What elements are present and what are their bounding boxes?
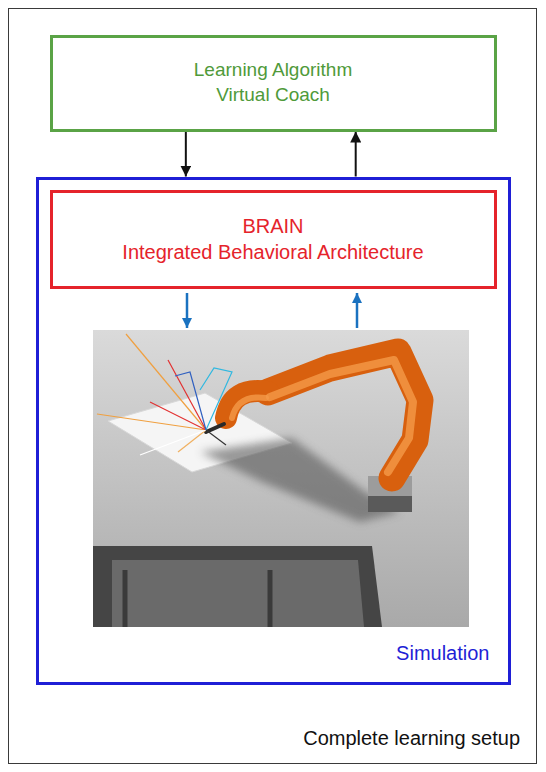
brain-box: BRAINIntegrated Behavioral Architecture <box>50 190 497 289</box>
frame-label: Simulation <box>396 640 489 666</box>
frame-label: Complete learning setup <box>303 725 520 751</box>
flow-arrow <box>355 132 357 177</box>
scene-to-brain-arrow <box>356 293 359 328</box>
box-label: BRAIN <box>242 213 303 239</box>
coach-box: Learning AlgorithmVirtual Coach <box>50 35 497 132</box>
flow-arrow <box>185 132 187 177</box>
box-label: Learning Algorithm <box>194 58 352 83</box>
text-group: Simulation <box>396 640 489 666</box>
box-label: Virtual Coach <box>216 83 330 108</box>
text-group: Complete learning setup <box>303 725 520 751</box>
brain-to-scene-arrow <box>186 293 189 328</box>
text-group: Learning AlgorithmVirtual Coach <box>194 58 352 107</box>
box-label: Integrated Behavioral Architecture <box>122 239 423 265</box>
simulation-frame: Simulation BRAINIntegrated Behavioral Arc… <box>36 177 511 685</box>
robot-scene <box>93 330 469 627</box>
text-group: BRAINIntegrated Behavioral Architecture <box>122 213 423 265</box>
outer-frame: Complete learning setup Learning Algorith… <box>8 8 537 764</box>
